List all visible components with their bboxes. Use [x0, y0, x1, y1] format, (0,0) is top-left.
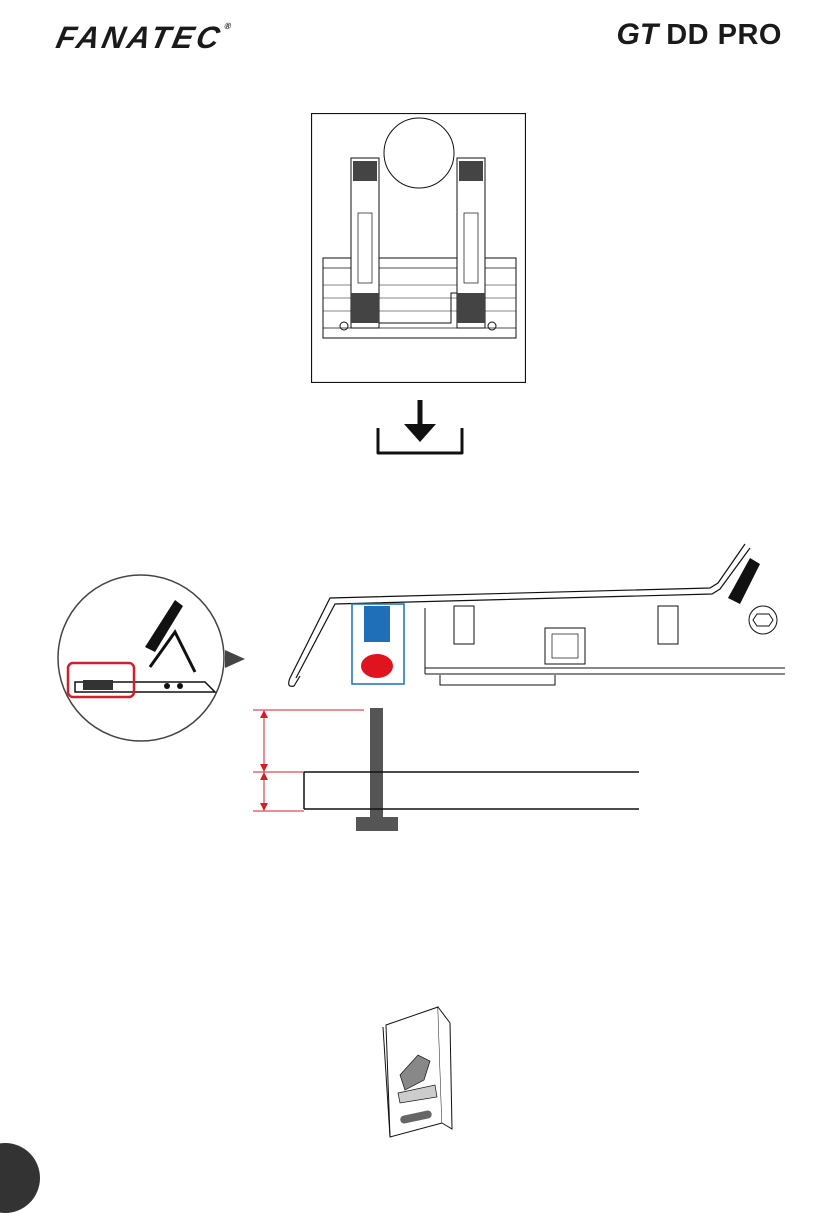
pedal-side-view-figure — [280, 538, 785, 688]
mounting-dimension-diagram — [246, 704, 646, 834]
registered-mark: ® — [223, 21, 232, 31]
fanatec-logo: FANATEC® — [54, 22, 232, 53]
dd-pro-logo: GT DD PRO — [617, 20, 782, 50]
detail-circle-figure — [55, 572, 255, 744]
pedal-top-view-figure — [311, 113, 526, 383]
product-name: DD PRO — [666, 21, 782, 50]
brand-name: FANATEC — [53, 20, 226, 55]
gt-logo: GT — [617, 20, 659, 50]
arrow-down-into-tray-icon — [374, 398, 466, 458]
user-manual-booklet-icon — [380, 1005, 458, 1139]
page-number-tab — [0, 1143, 40, 1213]
